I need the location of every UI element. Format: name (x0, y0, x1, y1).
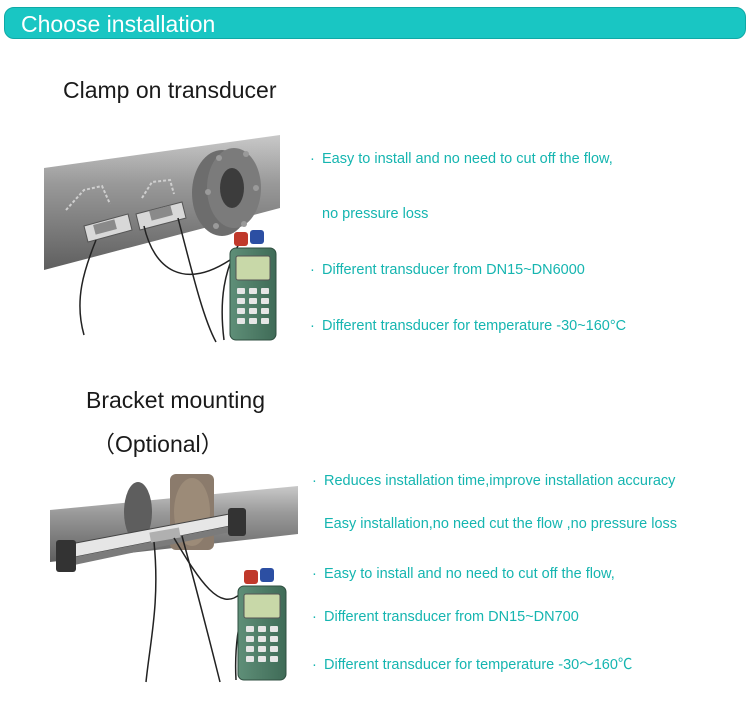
bullet-dot: · (310, 318, 315, 334)
bullet-dot: · (310, 151, 315, 167)
bullet-dot: · (310, 262, 315, 278)
bullet-dot: · (312, 473, 317, 489)
bullet-dot: · (312, 609, 317, 625)
section-header-title: Choose installation (21, 11, 216, 37)
bracket-bullet-3: ·Different transducer from DN15~DN700 (312, 609, 579, 625)
bullet-dot: · (312, 657, 317, 673)
bracket-bullet-2: ·Easy to install and no need to cut off … (312, 566, 615, 582)
clamp-on-pipe-illustration (44, 135, 280, 343)
clamp-bullet-1-cont: no pressure loss (322, 206, 429, 222)
bracket-section-title: Bracket mounting (86, 387, 265, 413)
bracket-mount-illustration (50, 474, 298, 683)
bracket-section-subtitle: （Optional） (92, 431, 224, 457)
bracket-bullet-1: ·Reduces installation time,improve insta… (312, 473, 676, 489)
bullet-dot: · (312, 566, 317, 582)
clamp-bullet-3: ·Different transducer for temperature -3… (310, 318, 627, 334)
clamp-bullet-2: ·Different transducer from DN15~DN6000 (310, 262, 585, 278)
bracket-bullet-1-cont: Easy installation,no need cut the flow ,… (324, 516, 678, 532)
section-header-bar: Choose installation (4, 7, 746, 39)
clamp-section-title: Clamp on transducer (63, 77, 277, 103)
bracket-bullet-4: ·Different transducer for temperature -3… (312, 657, 633, 673)
clamp-bullet-1: ·Easy to install and no need to cut off … (310, 151, 613, 167)
